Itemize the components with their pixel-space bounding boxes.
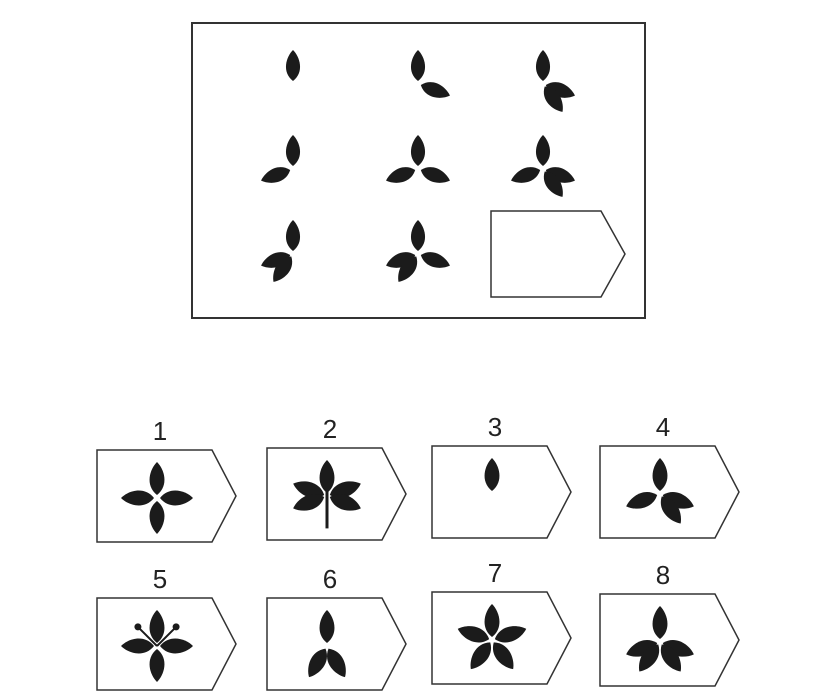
leaf-shape — [121, 490, 154, 506]
leaf-shape — [308, 648, 327, 678]
matrix-figure-r1-c3 — [508, 44, 578, 114]
leaf-shape — [285, 135, 301, 166]
option-card — [430, 590, 575, 686]
matrix-figure-r2-c2 — [383, 129, 453, 199]
leaf-shape — [484, 458, 500, 491]
card-outline — [266, 597, 407, 691]
option-card — [265, 446, 410, 542]
leaf-shape — [329, 494, 361, 511]
option-number: 4 — [655, 412, 671, 442]
leaf-shape — [457, 626, 490, 643]
option-number: 8 — [655, 560, 671, 590]
leaf-shape — [535, 135, 551, 166]
leaf-shape — [293, 494, 325, 511]
missing-answer-cell — [489, 209, 629, 299]
leaf-shape — [121, 638, 154, 654]
option-card — [430, 444, 575, 540]
leaf-shape — [160, 490, 193, 506]
leaf-shape — [511, 167, 541, 183]
leaf-shape — [273, 256, 293, 282]
matrix-figure-r2-c3 — [508, 129, 578, 199]
card-outline — [490, 210, 626, 298]
leaf-shape — [492, 642, 514, 670]
option-5[interactable]: 5 — [95, 564, 245, 691]
card-outline — [431, 445, 572, 539]
option-number: 5 — [152, 564, 168, 594]
leaf-shape — [319, 460, 335, 493]
card-outline — [599, 593, 740, 687]
leaf-shape — [626, 492, 658, 509]
leaf-shape — [410, 220, 426, 251]
option-card — [598, 444, 743, 540]
option-number: 7 — [487, 558, 503, 588]
leaf-shape — [160, 638, 193, 654]
leaf-shape — [543, 171, 563, 197]
option-number: 2 — [322, 414, 338, 444]
leaf-shape — [285, 50, 301, 81]
option-card — [95, 596, 240, 692]
leaf-shape — [420, 82, 450, 98]
leaf-shape — [149, 501, 165, 534]
leaf-shape — [149, 649, 165, 682]
leaf-shape — [386, 167, 416, 183]
leaf-shape — [535, 50, 551, 81]
matrix-figure-r2-c1 — [258, 129, 328, 199]
leaf-shape — [660, 644, 682, 672]
leaf-shape — [285, 220, 301, 251]
option-6[interactable]: 6 — [265, 564, 415, 691]
matrix-figure-r3-c2 — [383, 214, 453, 284]
card-outline — [599, 445, 740, 539]
leaf-shape — [293, 481, 325, 498]
matrix-figure-r1-c2 — [383, 44, 453, 114]
option-number: 1 — [152, 416, 168, 446]
matrix-figure-r1-c1 — [258, 44, 328, 114]
option-number: 6 — [322, 564, 338, 594]
leaf-shape — [543, 86, 563, 112]
option-3[interactable]: 3 — [430, 412, 580, 539]
option-1[interactable]: 1 — [95, 416, 245, 543]
leaf-shape — [329, 481, 361, 498]
leaf-shape — [652, 458, 668, 491]
option-number: 3 — [487, 412, 503, 442]
option-8[interactable]: 8 — [598, 560, 748, 687]
stamen — [156, 623, 180, 647]
option-card — [95, 448, 240, 544]
option-2[interactable]: 2 — [265, 414, 415, 541]
option-card — [598, 592, 743, 688]
leaf-shape — [660, 496, 682, 524]
option-4[interactable]: 4 — [598, 412, 748, 539]
stamen — [134, 623, 158, 647]
leaf-shape — [149, 462, 165, 495]
puzzle-matrix — [191, 22, 646, 319]
leaf-shape — [470, 642, 492, 670]
leaf-shape — [319, 610, 335, 643]
leaf-shape — [652, 606, 668, 639]
option-7[interactable]: 7 — [430, 558, 580, 685]
leaf-shape — [494, 626, 527, 643]
leaf-shape — [410, 135, 426, 166]
leaf-shape — [261, 167, 291, 183]
leaf-shape — [484, 604, 500, 637]
leaf-shape — [327, 648, 346, 678]
leaf-shape — [638, 644, 660, 672]
option-card — [265, 596, 410, 692]
matrix-figure-r3-c1 — [258, 214, 328, 284]
leaf-shape — [398, 256, 418, 282]
leaf-shape — [149, 610, 165, 643]
leaf-shape — [410, 50, 426, 81]
leaf-shape — [420, 252, 450, 268]
leaf-shape — [420, 167, 450, 183]
